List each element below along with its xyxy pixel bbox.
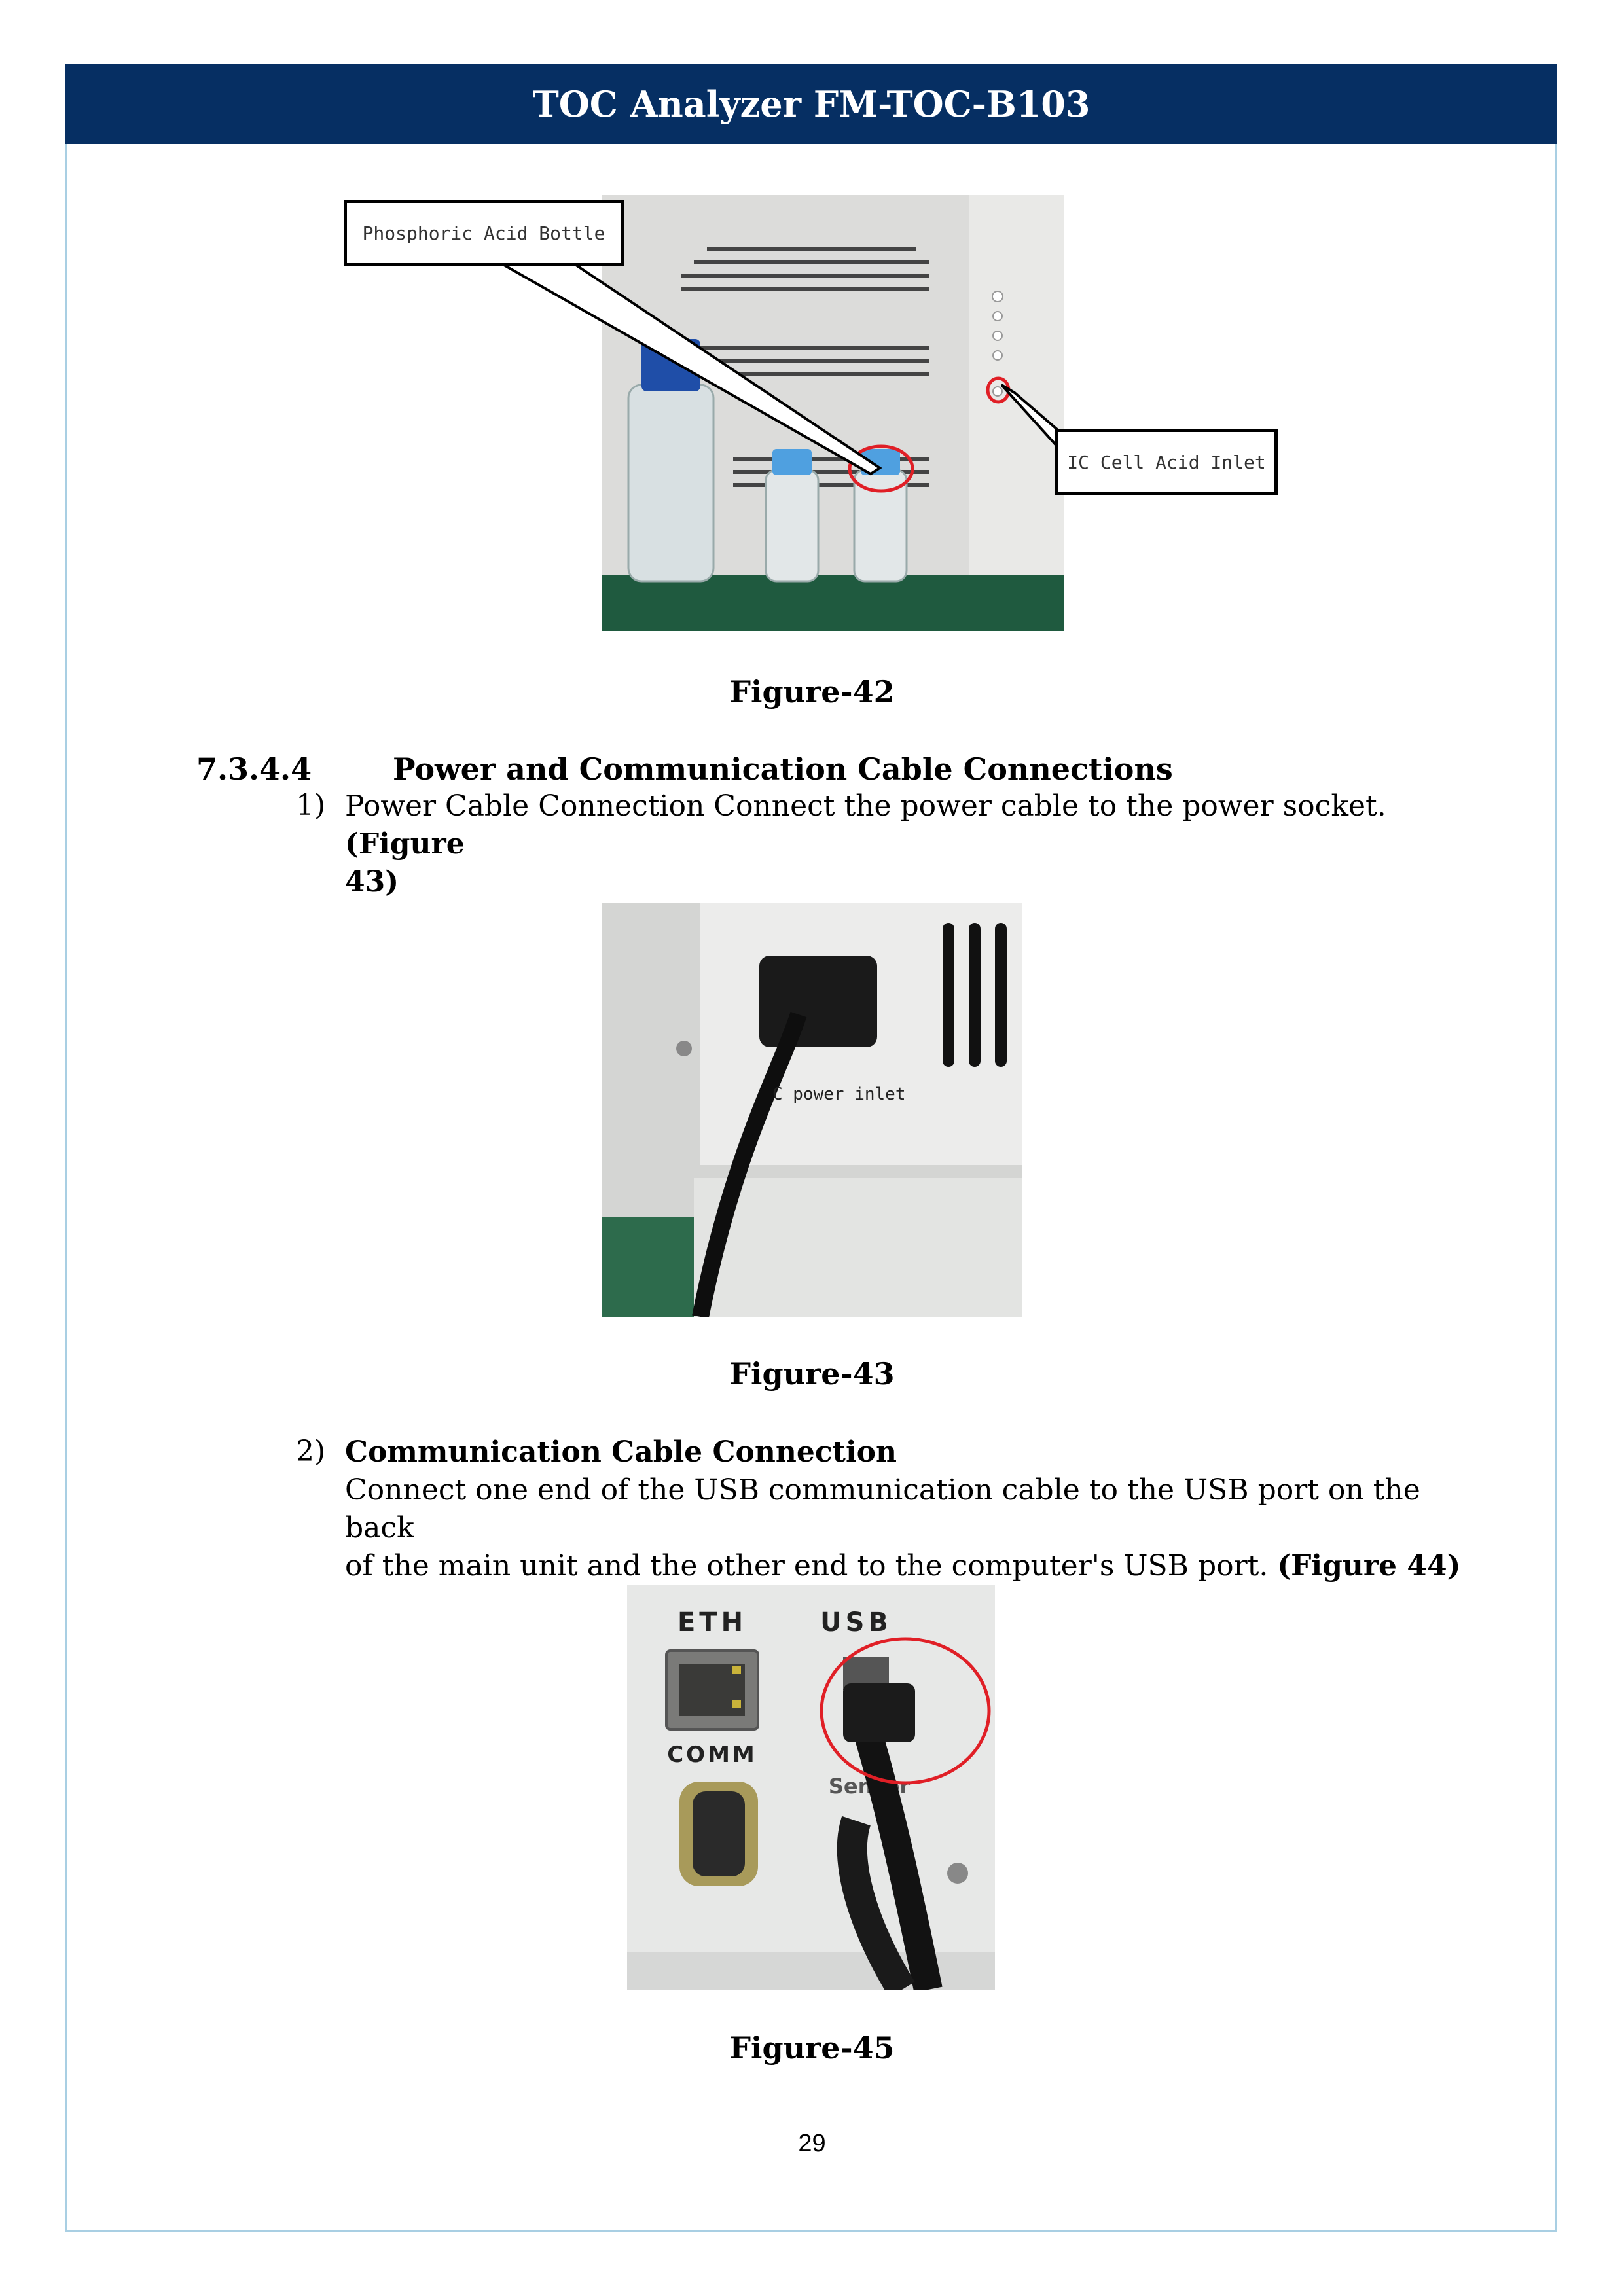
figure-44-reference: (Figure 44) [1277, 1549, 1461, 1583]
callout-ic-cell-acid-inlet: IC Cell Acid Inlet [1055, 429, 1278, 495]
usb-label: USB [820, 1607, 892, 1638]
list-item-2-body-line1: Connect one end of the USB communication… [345, 1473, 1420, 1545]
figure-43-caption: Figure-43 [729, 1356, 895, 1391]
callout-phosphoric-acid-bottle: Phosphoric Acid Bottle [344, 200, 624, 266]
list-item-1-body: Power Cable Connection Connect the power… [345, 789, 1386, 823]
list-item-2-number: 2) [296, 1435, 326, 1468]
figure-42-photo [602, 195, 1064, 631]
list-item-1-number: 1) [296, 789, 326, 822]
page-number: 29 [798, 2130, 826, 2157]
section-title: Power and Communication Cable Connection… [393, 751, 1173, 787]
callout-inlet-text: IC Cell Acid Inlet [1067, 451, 1266, 473]
figure-43-illustration: C power inlet [602, 903, 1022, 1317]
eth-label: ETH [677, 1607, 747, 1638]
list-item-2-body-line2: of the main unit and the other end to th… [345, 1549, 1278, 1583]
figure-42-illustration [602, 195, 1064, 631]
figure-43-reference-a: (Figure [345, 827, 465, 861]
figure-45-photo: ETH USB COMM Sensor [627, 1585, 995, 1990]
section-number: 7.3.4.4 [196, 751, 312, 787]
figure-45-caption: Figure-45 [729, 2030, 895, 2066]
figure-45-illustration: ETH USB COMM Sensor [627, 1585, 995, 1990]
callout-bottle-text: Phosphoric Acid Bottle [362, 222, 605, 244]
comm-label: COMM [667, 1742, 757, 1768]
list-item-1-text: Power Cable Connection Connect the power… [345, 787, 1471, 901]
figure-42-caption: Figure-42 [729, 674, 895, 709]
document-header: TOC Analyzer FM-TOC-B103 [65, 64, 1557, 144]
figure-43-reference-b: 43) [345, 865, 399, 899]
figure-43-photo-label: C power inlet [772, 1085, 906, 1104]
list-item-2-title: Communication Cable Connection [345, 1435, 897, 1469]
document-title: TOC Analyzer FM-TOC-B103 [532, 83, 1091, 125]
figure-43-photo: C power inlet [602, 903, 1022, 1317]
